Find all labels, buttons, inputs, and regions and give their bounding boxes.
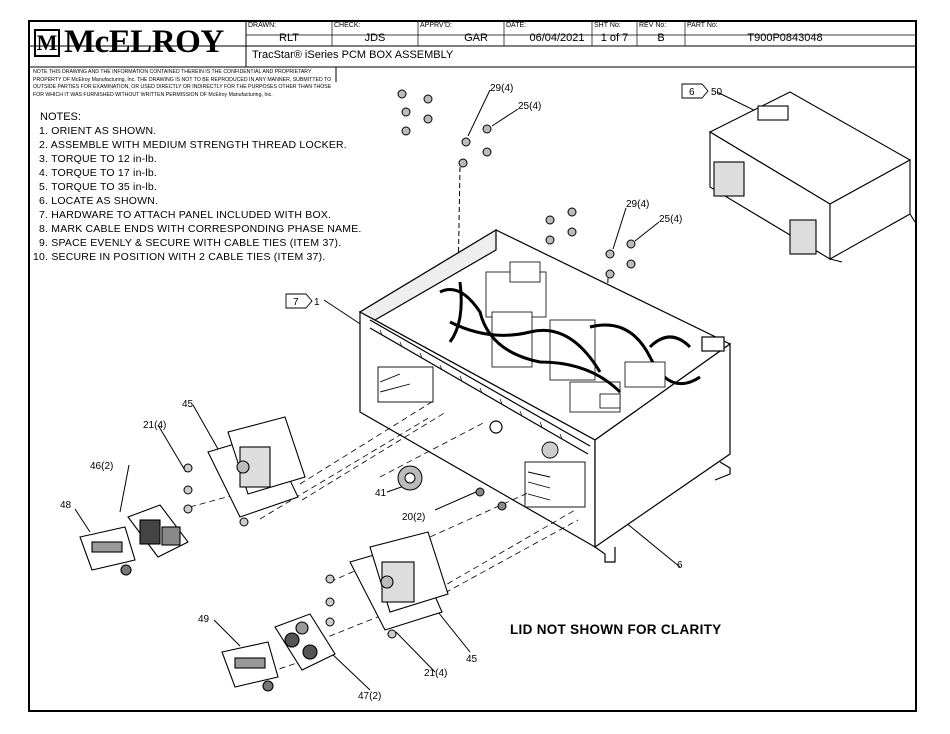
dashed-axis [457,166,461,283]
loose-nuts-group-2 [545,207,577,245]
callout-41: 41 [375,488,387,499]
detail-view-box-50 [708,91,915,263]
grommet-41 [397,465,423,491]
date-label: DATE: [506,22,527,29]
note-item: 10. SECURE IN POSITION WITH 2 CABLE TIES… [33,251,326,263]
callout-47: 47(2) [358,691,381,702]
drawn-label: DRAWN: [248,22,277,29]
title-block [30,22,917,82]
confidentiality-note: NOTE THIS DRAWING AND THE INFORMATION CO… [33,69,332,98]
callout-labels: 29(4) 25(4) 29(4) 25(4) 6 50 7 1 45 21(4… [60,83,723,702]
callout-21-lower: 21(4) [424,668,447,679]
note-item: 8. MARK CABLE ENDS WITH CORRESPONDING PH… [39,223,362,235]
hardware-29-25-stack-b [605,239,636,279]
callout-1: 1 [314,297,320,308]
date-value: 06/04/2021 [529,32,585,44]
terminal-block-49 [221,641,279,692]
front-connector-cluster [524,441,586,508]
rev-label: REV No: [639,22,667,29]
left-connector-cluster [377,366,434,403]
apprvd-value: GAR [464,32,488,44]
note-item: 4. TORQUE TO 17 in-lb. [39,167,158,179]
connector-housing-45-lower [349,531,449,631]
item-6-flag [681,83,709,99]
note-item: 9. SPACE EVENLY & SECURE WITH CABLE TIES… [39,237,342,249]
drawn-value: RLT [279,32,299,44]
sheet-value: 1 of 7 [600,32,629,44]
item-7-flag [285,293,313,309]
check-value: JDS [364,32,386,44]
notes-title: NOTES: [40,111,81,123]
sheet-label: SHT No: [594,22,621,29]
rev-value: B [657,32,665,44]
drawing-title: TracStar® iSeries PCM BOX ASSEMBLY [252,49,454,61]
callout-20: 20(2) [402,512,425,523]
note-item: 7. HARDWARE TO ATTACH PANEL INCLUDED WIT… [39,209,332,221]
loose-nuts-group-1 [397,89,433,136]
callout-21-upper: 21(4) [143,420,166,431]
exploded-view-drawing [74,83,915,692]
callout-25-b: 25(4) [659,214,682,225]
screws-20 [475,487,507,511]
connector-insert-47 [274,613,336,671]
apprvd-label: APPRV'D: [420,22,452,29]
note-item: 6. LOCATE AS SHOWN. [39,195,159,207]
part-value: T900P0843048 [747,32,823,44]
callout-6: 6 [677,560,683,571]
pcm-box-enclosure [358,228,732,563]
note-item: 3. TORQUE TO 12 in-lb. [39,153,158,165]
company-logo: M McELROY [34,24,244,63]
screws-21-lower [325,574,397,639]
callout-46: 46(2) [90,461,113,472]
logo-text: McELROY [64,24,224,60]
callout-29-a: 29(4) [490,83,513,94]
terminal-block-48 [79,526,136,576]
logo-mark: M [34,29,60,57]
callout-48: 48 [60,500,72,511]
hardware-29-25-stack-a [458,124,492,168]
connector-insert-46 [127,504,189,558]
note-item: 5. TORQUE TO 35 in-lb. [39,181,158,193]
callout-50: 50 [711,87,723,98]
callout-29-b: 29(4) [626,199,649,210]
note-item: 2. ASSEMBLE WITH MEDIUM STRENGTH THREAD … [39,139,347,151]
callout-49: 49 [198,614,210,625]
callout-45-lower: 45 [466,654,478,665]
check-label: CHECK: [334,22,361,29]
connector-housing-45-upper [207,416,306,518]
callout-45-upper: 45 [182,399,194,410]
lid-note: LID NOT SHOWN FOR CLARITY [510,622,722,637]
drawing-sheet: M McELROY DRAWN: RLT CHECK: JDS APPRV'D:… [28,20,917,712]
internal-components [439,261,701,413]
din-rail-slots [379,329,563,440]
flag-6-text: 6 [689,87,695,98]
flag-7-text: 7 [293,297,299,308]
callout-25-a: 25(4) [518,101,541,112]
note-item: 1. ORIENT AS SHOWN. [39,125,157,137]
part-label: PART No: [687,22,718,29]
screws-21-upper [183,463,249,527]
